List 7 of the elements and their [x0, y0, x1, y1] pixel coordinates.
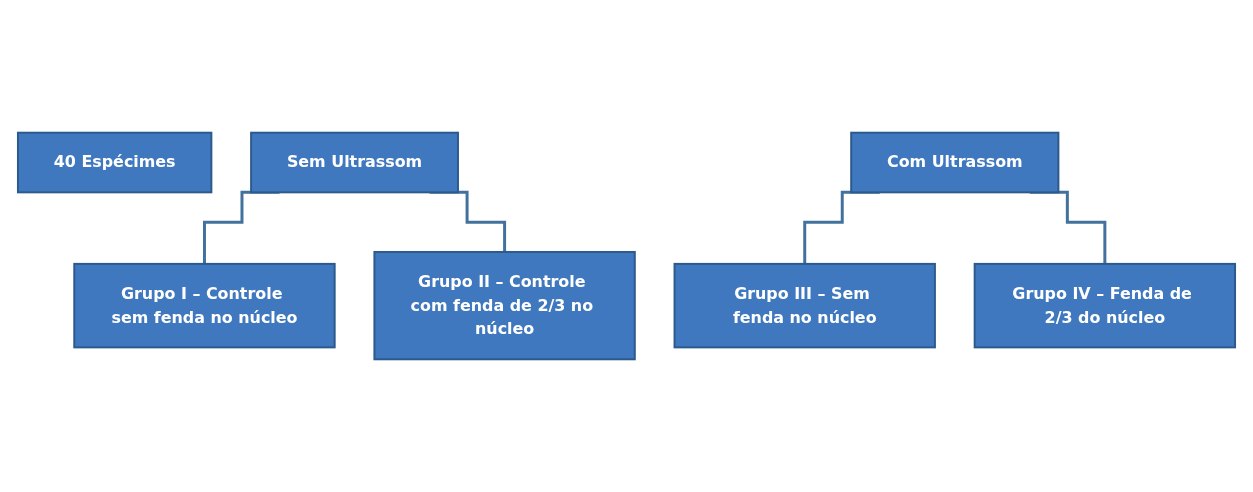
node-box: Grupo IV – Fenda de 2/3 do núcleo — [973, 262, 1237, 349]
node-box: Grupo II – Controle com fenda de 2/3 no núcleo — [373, 250, 636, 361]
node-box: Sem Ultrassom — [250, 131, 459, 194]
node-box: 40 Espécimes — [16, 131, 213, 194]
node-box: Grupo III – Sem fenda no núcleo — [673, 262, 936, 349]
node-box: Grupo I – Controle sem fenda no núcleo — [73, 262, 336, 349]
node-box: Com Ultrassom — [850, 131, 1060, 194]
